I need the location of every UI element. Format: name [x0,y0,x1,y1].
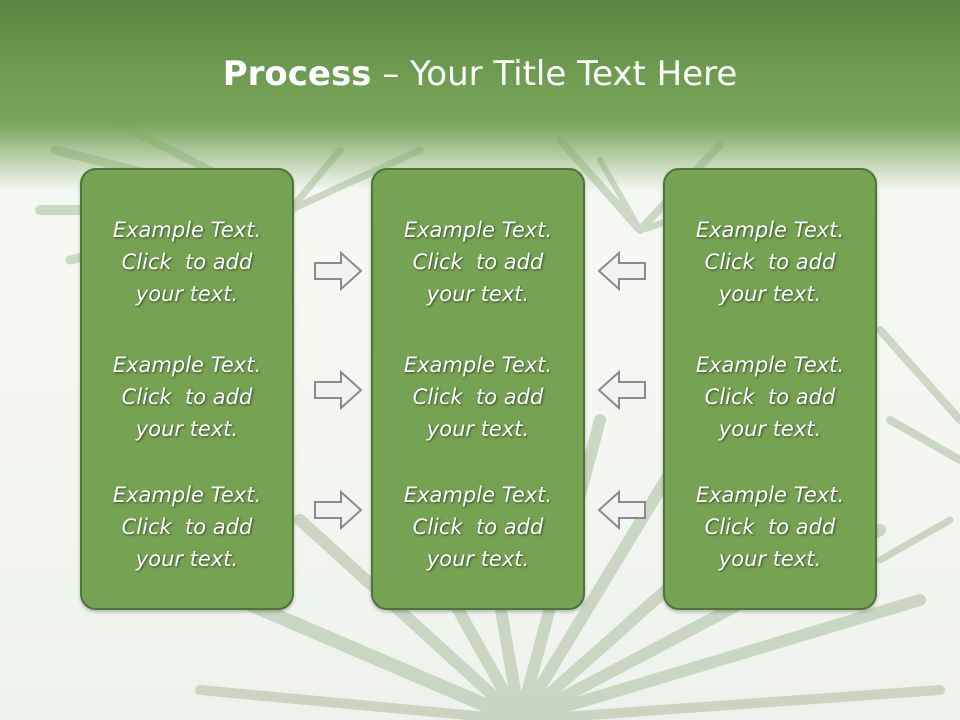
process-panel-left[interactable]: Example Text. Click to add your text. Ex… [80,168,294,610]
text-line: Click to add [121,385,253,409]
text-line: your text. [426,417,530,441]
text-line: Click to add [412,515,544,539]
text-line: Example Text. [112,483,262,507]
text-block[interactable]: Example Text. Click to add your text. [82,349,292,445]
left-arrow-icon[interactable] [597,251,647,291]
slide-title[interactable]: Process – Your Title Text Here [0,52,960,96]
text-line: your text. [718,547,822,571]
process-panel-center[interactable]: Example Text. Click to add your text. Ex… [371,168,585,610]
text-line: Click to add [704,515,836,539]
text-line: Click to add [121,250,253,274]
title-bold: Process [222,54,372,94]
right-arrow-icon[interactable] [313,490,363,530]
right-arrow-icon[interactable] [313,251,363,291]
left-arrow-icon[interactable] [597,490,647,530]
text-line: Example Text. [695,353,845,377]
text-line: Example Text. [403,218,553,242]
text-line: Click to add [412,250,544,274]
right-arrow-icon[interactable] [313,370,363,410]
text-line: Click to add [704,250,836,274]
text-line: Click to add [121,515,253,539]
text-line: your text. [135,417,239,441]
text-block[interactable]: Example Text. Click to add your text. [665,479,875,575]
text-block[interactable]: Example Text. Click to add your text. [82,214,292,310]
text-line: your text. [718,282,822,306]
text-block[interactable]: Example Text. Click to add your text. [373,214,583,310]
text-line: Example Text. [112,218,262,242]
text-line: your text. [426,282,530,306]
text-line: your text. [135,282,239,306]
text-line: Example Text. [403,353,553,377]
text-block[interactable]: Example Text. Click to add your text. [665,214,875,310]
text-block[interactable]: Example Text. Click to add your text. [82,479,292,575]
text-line: your text. [426,547,530,571]
text-line: Example Text. [695,483,845,507]
text-line: Example Text. [112,353,262,377]
text-line: your text. [718,417,822,441]
title-bar [0,0,960,190]
text-line: Example Text. [695,218,845,242]
text-line: Example Text. [403,483,553,507]
text-block[interactable]: Example Text. Click to add your text. [665,349,875,445]
text-block[interactable]: Example Text. Click to add your text. [373,479,583,575]
title-rest: – Your Title Text Here [371,54,738,94]
left-arrow-icon[interactable] [597,370,647,410]
text-line: your text. [135,547,239,571]
text-line: Click to add [704,385,836,409]
text-line: Click to add [412,385,544,409]
text-block[interactable]: Example Text. Click to add your text. [373,349,583,445]
process-panel-right[interactable]: Example Text. Click to add your text. Ex… [663,168,877,610]
